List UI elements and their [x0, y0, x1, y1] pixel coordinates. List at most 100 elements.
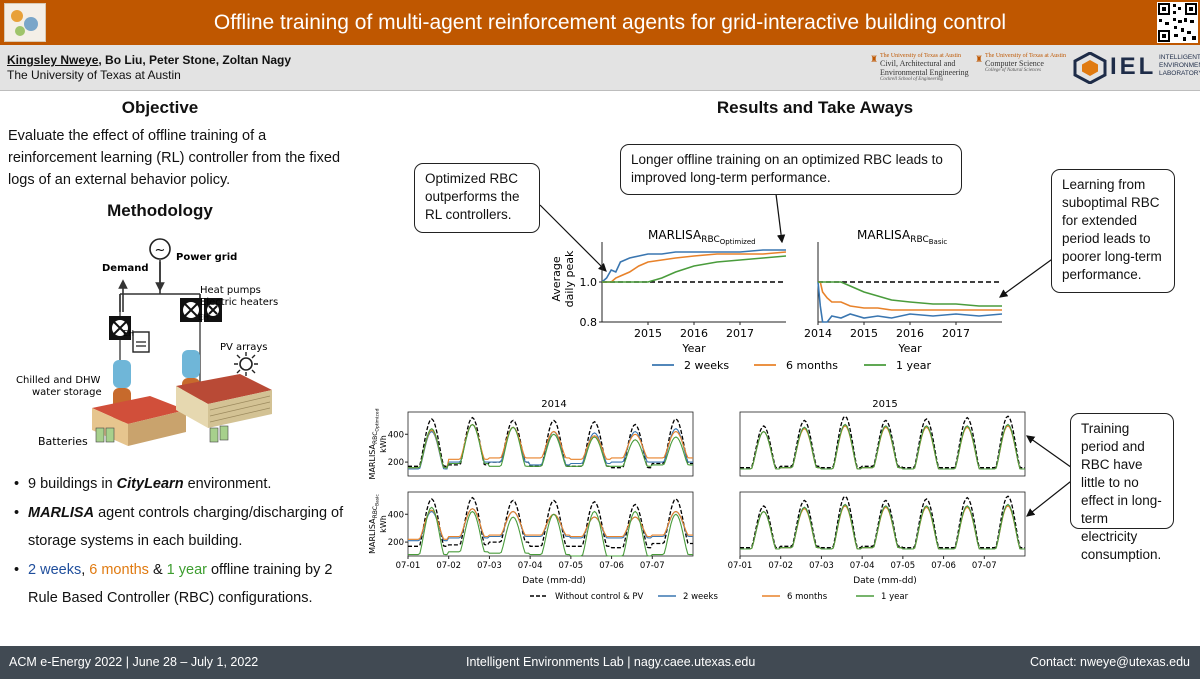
iel-wordmark: IEL: [1110, 53, 1157, 80]
lab-info: Intelligent Environments Lab | nagy.caee…: [466, 655, 756, 669]
chart-title: MARLISARBCOptimized: [648, 228, 756, 246]
series-line-6-months: [818, 281, 1002, 311]
y-axis-label: MARLISARBCBasic: [368, 494, 381, 554]
y-axis-label: MARLISARBCOptimized: [368, 408, 381, 479]
heat-pumps-label: Heat pumps: [200, 285, 261, 296]
x-axis-label: Year: [681, 342, 706, 355]
author-list: Kingsley Nweye, Bo Liu, Peter Stone, Zol…: [7, 53, 291, 67]
y-tick-label: 1.0: [580, 276, 598, 289]
x-tick-label: 2015: [850, 327, 878, 340]
x-tick-label: 07-06: [599, 561, 624, 571]
y-tick-label: 0.8: [580, 316, 598, 329]
demand-label: Demand: [102, 263, 149, 274]
storage-label-1: Chilled and DHW: [16, 375, 101, 386]
objective-heading: Objective: [121, 98, 199, 117]
x-tick-label: 2015: [634, 327, 662, 340]
svg-text:EH: EH: [123, 329, 134, 338]
plot-frame: [739, 411, 1026, 477]
methodology-heading: Methodology: [107, 201, 213, 220]
co-authors: , Bo Liu, Peter Stone, Zoltan Nagy: [98, 53, 292, 67]
bullet-item: 2 weeks, 6 months & 1 year offline train…: [14, 556, 344, 613]
y-axis-unit: kWh: [379, 435, 388, 453]
electric-heater-icon: [132, 331, 150, 353]
x-axis-label: Date (mm-dd): [853, 576, 917, 586]
power-grid-icon: ~: [149, 238, 171, 260]
series-line-2-weeks: [817, 281, 1003, 323]
conference-logo: [4, 3, 46, 42]
series-line-1-year: [602, 255, 787, 283]
series-line-Without-control-PV: [408, 496, 693, 549]
series-line-2-weeks: [408, 423, 693, 470]
storage-label-2: water storage: [32, 387, 102, 398]
series-line-Without-control-PV: [740, 495, 1025, 549]
x-tick-label: 07-04: [850, 561, 875, 571]
objective-text: Evaluate the effect of offline training …: [8, 128, 341, 188]
series-line-1-year: [408, 506, 693, 557]
cs-logo: ♜ The University of Texas at Austin Comp…: [975, 53, 1066, 73]
callout-longer-training: Longer offline training on an optimized …: [620, 144, 962, 195]
series-line-1-year: [740, 423, 1025, 470]
bullet-item: MARLISA agent controls charging/discharg…: [14, 499, 344, 556]
x-axis-label: Date (mm-dd): [522, 576, 586, 586]
x-tick-label: 07-06: [931, 561, 956, 571]
series-line-2-weeks: [408, 508, 693, 542]
bullet-item: 9 buildings in CityLearn environment.: [14, 470, 344, 499]
series-line-6-months: [602, 251, 787, 283]
y-axis-label: daily peak: [563, 250, 576, 307]
y-axis-label: Average: [550, 256, 563, 301]
chart-title: 2015: [872, 399, 897, 410]
x-tick-label: 07-03: [477, 561, 502, 571]
footer: ACM e-Energy 2022 | June 28 – July 1, 20…: [0, 646, 1200, 679]
series-line-Without-control-PV: [408, 416, 693, 469]
heat-pump-icon: [109, 298, 222, 340]
chart-2015-optimized: [739, 411, 1026, 477]
affiliation: The University of Texas at Austin: [7, 68, 181, 82]
series-line-1-year: [408, 423, 693, 469]
contact-info: Contact: nweye@utexas.edu: [1029, 655, 1190, 669]
power-grid-label: Power grid: [176, 252, 237, 263]
svg-text:EH: EH: [198, 313, 209, 322]
y-tick-label: 400: [388, 510, 404, 520]
x-tick-label: 07-04: [518, 561, 543, 571]
y-tick-label: 200: [388, 458, 404, 468]
plot-frame: [407, 491, 694, 557]
x-tick-label: 07-01: [396, 561, 421, 571]
x-tick-label: 07-07: [640, 561, 665, 571]
callout-suboptimal-rbc: Learning from suboptimal RBC for extende…: [1051, 169, 1175, 293]
legend-label: 2 weeks: [683, 592, 718, 602]
x-axis-label: Year: [897, 342, 922, 355]
series-line-Without-control-PV: [740, 415, 1025, 469]
x-tick-label: 2017: [726, 327, 754, 340]
legend-label: 1 year: [896, 359, 932, 372]
building-icon: [92, 374, 272, 446]
plot-frame: [739, 491, 1026, 557]
x-tick-label: 07-02: [768, 561, 793, 571]
legend-label: 6 months: [787, 592, 828, 602]
x-tick-label: 07-05: [891, 561, 916, 571]
conference-info: ACM e-Energy 2022 | June 28 – July 1, 20…: [9, 655, 259, 669]
author-bar: Kingsley Nweye, Bo Liu, Peter Stone, Zol…: [0, 45, 1200, 91]
callout-optimized-rbc: Optimized RBC outperforms the RL control…: [414, 163, 540, 233]
x-tick-label: 2016: [680, 327, 708, 340]
first-author: Kingsley Nweye: [7, 53, 99, 67]
legend: Without control & PV 2 weeks 6 months 1 yea…: [530, 592, 909, 602]
y-axis-unit: kWh: [379, 515, 388, 533]
series-line-1-year: [740, 503, 1025, 550]
series-line-2-weeks: [601, 249, 786, 283]
x-tick-label: 2016: [896, 327, 924, 340]
average-daily-peak-charts: MARLISARBCOptimized MARLISARBCBasic 2015…: [550, 228, 1003, 372]
ut-tower-icon: ♜: [975, 54, 984, 64]
legend-label: Without control & PV: [555, 592, 644, 602]
legend-label: 1 year: [881, 592, 909, 602]
y-tick-label: 200: [388, 538, 404, 548]
legend-label: 2 weeks: [684, 359, 729, 372]
title-bar: Offline training of multi-agent reinforc…: [0, 0, 1200, 45]
